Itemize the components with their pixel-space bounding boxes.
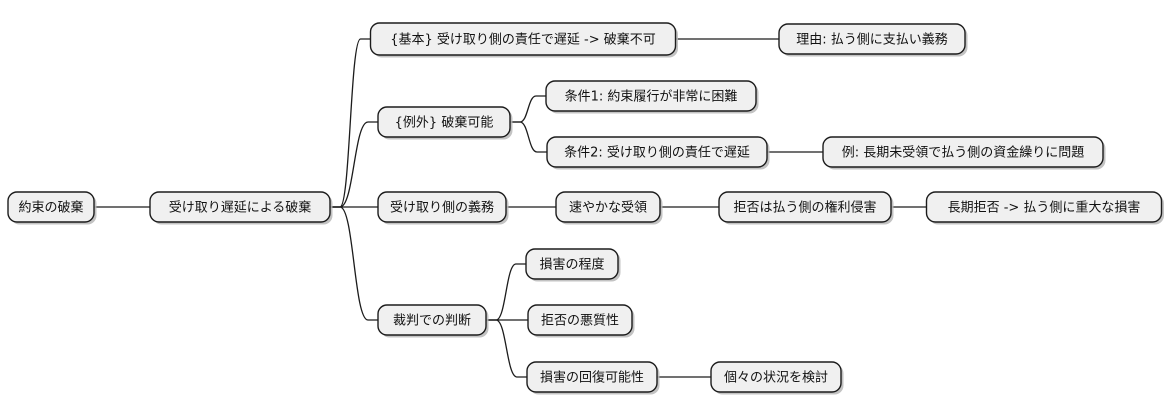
mindmap-node-b2c1[interactable]: 条件1: 約束履行が非常に困難 <box>545 80 759 114</box>
mindmap-node-b3c1[interactable]: 速やかな受領 <box>555 191 663 225</box>
node-label: 裁判での判断 <box>393 313 471 329</box>
node-box <box>545 80 757 112</box>
edge-layer <box>93 38 928 378</box>
mindmap-node-b3c3[interactable]: 長期拒否 -> 払う側に重大な損害 <box>925 191 1165 225</box>
mindmap-node-b2c2[interactable]: 条件2: 受け取り側の責任で遅延 <box>546 136 770 170</box>
node-layer: 約束の破棄 受け取り遅延による破棄 {基本} 受け取り側の責任で遅延 -> 破棄不可… <box>7 22 1165 395</box>
node-box <box>778 23 966 55</box>
node-label: 長期拒否 -> 払う側に重大な損害 <box>948 200 1141 216</box>
node-label: {例外} 破棄可能 <box>395 116 494 131</box>
node-label: 個々の状況を検討 <box>724 370 828 386</box>
node-box <box>822 136 1104 168</box>
node-label: 条件2: 受け取り側の責任で遅延 <box>564 145 750 161</box>
node-box <box>546 136 768 168</box>
node-box <box>925 191 1163 223</box>
node-label: 速やかな受領 <box>569 200 647 216</box>
mindmap-node-b1c1[interactable]: 理由: 払う側に支払い義務 <box>778 23 968 57</box>
node-box <box>525 248 619 280</box>
edge-b4-to-b4c3 <box>485 319 528 378</box>
node-box <box>526 361 658 393</box>
edge-n1-to-b1 <box>329 38 372 208</box>
mindmap-node-b4[interactable]: 裁判での判断 <box>377 304 489 338</box>
edge-b4-to-b4c1 <box>485 263 527 321</box>
mindmap-node-b4c3c1[interactable]: 個々の状況を検討 <box>710 361 844 395</box>
node-label: 拒否は払う側の権利侵害 <box>733 200 876 216</box>
mindmap-node-b3c2[interactable]: 拒否は払う側の権利侵害 <box>718 191 894 225</box>
mindmap-node-b2c2c1[interactable]: 例: 長期未受領で払う側の資金繰りに問題 <box>822 136 1106 170</box>
node-box <box>369 22 677 56</box>
node-box <box>377 191 507 223</box>
node-box <box>149 191 331 223</box>
edge-n1-to-b4 <box>329 206 379 321</box>
node-label: 損害の回復可能性 <box>540 370 644 386</box>
node-label: 理由: 払う側に支払い義務 <box>796 32 948 48</box>
node-label: 拒否の悪質性 <box>541 314 619 329</box>
node-label: 例: 長期未受領で払う側の資金繰りに問題 <box>842 145 1085 161</box>
node-label: 受け取り遅延による破棄 <box>169 201 312 216</box>
mindmap-node-b4c2[interactable]: 拒否の悪質性 <box>527 304 635 338</box>
node-label: 受け取り側の義務 <box>390 200 494 216</box>
node-label: {基本} 受け取り側の責任で遅延 -> 破棄不可 <box>390 33 656 48</box>
mindmap-node-root[interactable]: 約束の破棄 <box>7 191 97 225</box>
node-box <box>527 304 633 336</box>
node-label: 約束の破棄 <box>18 201 83 216</box>
mindmap-node-b1[interactable]: {基本} 受け取り側の責任で遅延 -> 破棄不可 <box>369 22 679 58</box>
node-box <box>377 304 487 336</box>
mindmap-node-b3[interactable]: 受け取り側の義務 <box>377 191 509 225</box>
node-label: 損害の程度 <box>539 257 604 273</box>
mindmap-node-b4c3[interactable]: 損害の回復可能性 <box>526 361 660 395</box>
node-box <box>377 106 511 138</box>
edge-b2-to-b2c2 <box>509 121 548 153</box>
mindmap-node-b4c1[interactable]: 損害の程度 <box>525 248 621 282</box>
node-box <box>555 191 661 223</box>
edge-b2-to-b2c1 <box>509 95 547 123</box>
node-box <box>718 191 892 223</box>
edge-n1-to-b2 <box>329 121 379 208</box>
node-box <box>710 361 842 393</box>
mindmap-node-n1[interactable]: 受け取り遅延による破棄 <box>149 191 333 225</box>
node-label: 条件1: 約束履行が非常に困難 <box>565 89 738 105</box>
node-box <box>7 191 95 223</box>
mindmap-node-b2[interactable]: {例外} 破棄可能 <box>377 106 513 140</box>
